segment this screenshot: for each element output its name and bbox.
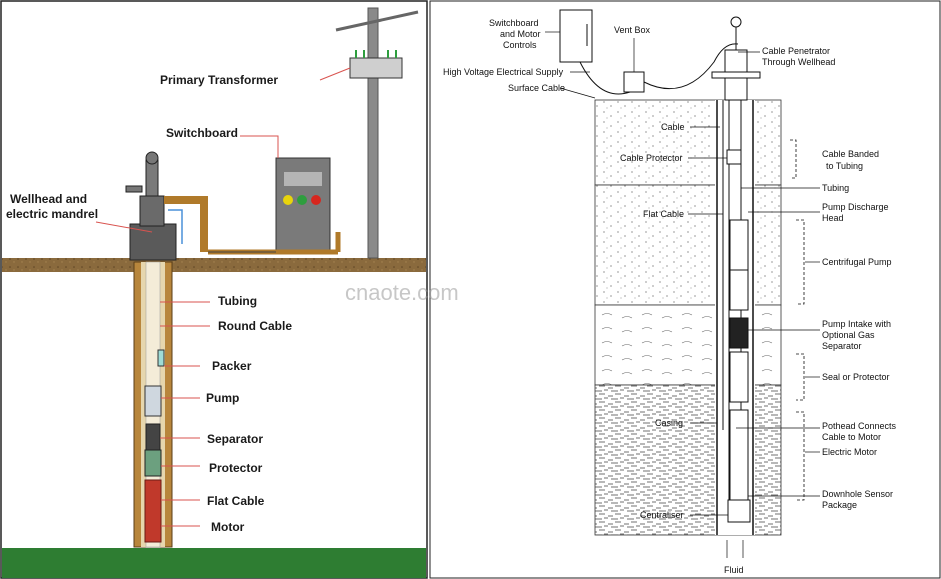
vent-box: [624, 72, 644, 92]
label-sensor-2: Package: [822, 500, 857, 510]
centrifugal-pump-part: [730, 220, 748, 270]
label-motor: Motor: [211, 520, 245, 534]
label-wellhead-1: Wellhead and: [10, 192, 87, 206]
label-seal-protector: Seal or Protector: [822, 372, 890, 382]
transformer-box: [350, 58, 402, 78]
label-switchboard: Switchboard: [166, 126, 238, 140]
label-switchboard-controls-1: Switchboard: [489, 18, 539, 28]
label-pump-intake-3: Separator: [822, 341, 862, 351]
right-panel: Switchboard and Motor Controls Vent Box …: [430, 1, 940, 578]
label-switchboard-controls-3: Controls: [503, 40, 537, 50]
pump-intake-part: [730, 318, 748, 348]
label-pump-discharge-1: Pump Discharge: [822, 202, 889, 212]
label-surface-cable: Surface Cable: [508, 83, 565, 93]
label-round-cable: Round Cable: [218, 319, 292, 333]
label-cable-penetrator-2: Through Wellhead: [762, 57, 835, 67]
label-centrifugal-pump: Centrifugal Pump: [822, 257, 892, 267]
label-cable-penetrator-1: Cable Penetrator: [762, 46, 830, 56]
electric-motor-part: [730, 410, 748, 500]
label-centraliser: Centraliser: [640, 510, 684, 520]
well-bore: [134, 262, 172, 547]
label-electric-motor: Electric Motor: [822, 447, 877, 457]
label-wellhead-2: electric mandrel: [6, 207, 98, 221]
label-protector: Protector: [209, 461, 263, 475]
label-cable-protector: Cable Protector: [620, 153, 683, 163]
switch-green-light: [297, 195, 307, 205]
grass-strip: [2, 548, 426, 578]
well-casing: [715, 60, 755, 535]
label-primary-transformer: Primary Transformer: [160, 73, 278, 87]
motor-part: [145, 480, 161, 542]
label-pump: Pump: [206, 391, 239, 405]
cable-protector-part: [727, 150, 741, 164]
label-tubing: Tubing: [218, 294, 257, 308]
label-sensor-1: Downhole Sensor: [822, 489, 893, 499]
switchboard-cabinet: [276, 158, 330, 252]
label-casing: Casing: [655, 418, 683, 428]
label-cable-banded-1: Cable Banded: [822, 149, 879, 159]
label-flat-cable: Flat Cable: [207, 494, 265, 508]
protector-part: [145, 450, 161, 476]
separator-part: [146, 424, 160, 450]
label-pothead-2: Cable to Motor: [822, 432, 881, 442]
label-fluid: Fluid: [724, 565, 744, 575]
label-flat-cable-right: Flat Cable: [643, 209, 684, 219]
label-pump-intake-2: Optional Gas: [822, 330, 875, 340]
label-pump-intake-1: Pump Intake with: [822, 319, 891, 329]
ground-surface: [2, 258, 426, 272]
label-pothead-1: Pothead Connects: [822, 421, 897, 431]
label-vent-box: Vent Box: [614, 25, 651, 35]
label-pump-discharge-2: Head: [822, 213, 844, 223]
switch-red-light: [311, 195, 321, 205]
seal-part: [730, 352, 748, 402]
pump-part: [145, 386, 161, 416]
label-tubing-right: Tubing: [822, 183, 849, 193]
label-separator: Separator: [207, 432, 263, 446]
packer-part: [158, 350, 164, 366]
label-cable: Cable: [661, 122, 685, 132]
sensor-part: [728, 500, 750, 522]
switch-yellow-light: [283, 195, 293, 205]
label-hv-supply: High Voltage Electrical Supply: [443, 67, 564, 77]
watermark: cnaote.com: [345, 280, 459, 305]
label-packer: Packer: [212, 359, 252, 373]
switchboard-display: [284, 172, 322, 186]
label-cable-banded-2: to Tubing: [826, 161, 863, 171]
label-switchboard-controls-2: and Motor: [500, 29, 541, 39]
